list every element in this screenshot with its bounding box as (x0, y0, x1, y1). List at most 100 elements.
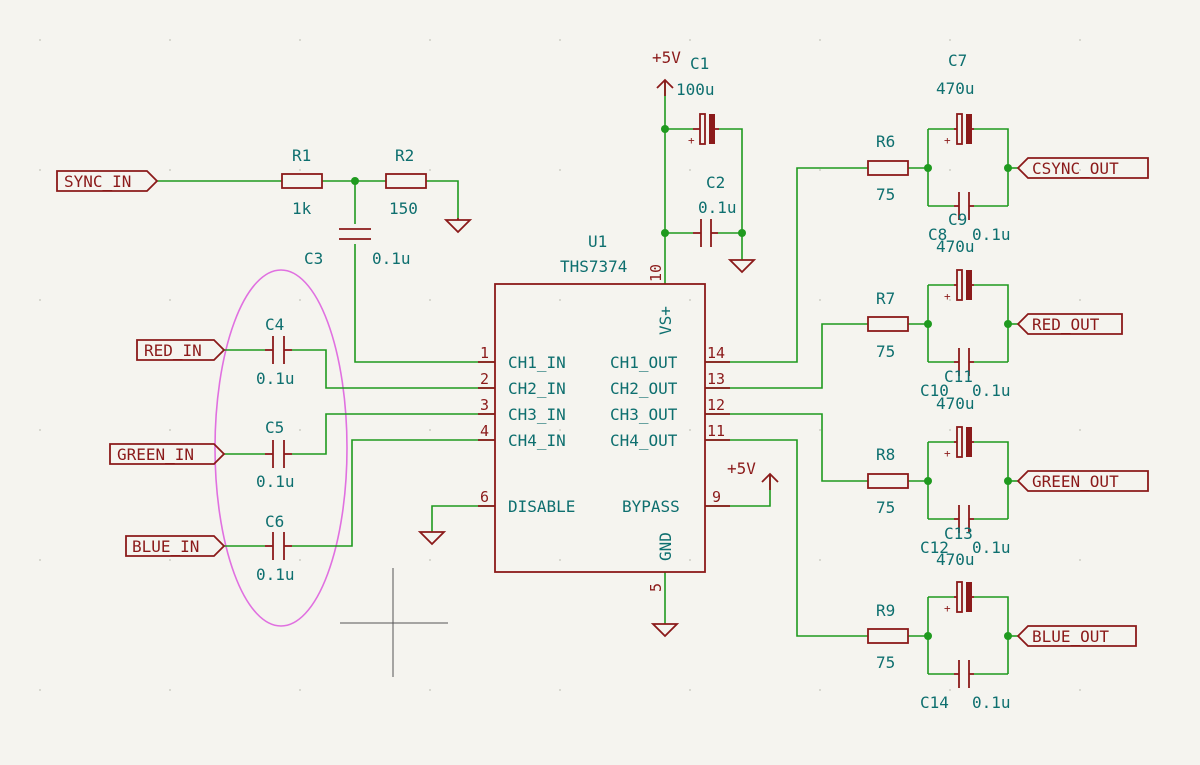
ground-symbol (650, 623, 680, 638)
capacitor-c8[interactable]: C8 0.1u (928, 192, 1011, 244)
svg-text:75: 75 (876, 498, 895, 517)
pin-name: CH2_IN (508, 379, 566, 398)
pin-name: CH1_OUT (610, 353, 678, 372)
svg-text:C7: C7 (948, 51, 967, 70)
pin-number: 10 (647, 264, 665, 282)
capacitor-c6[interactable]: C6 0.1u (256, 512, 295, 584)
svg-text:470u: 470u (936, 237, 975, 256)
capacitor-c1[interactable]: + C1 100u (676, 54, 719, 147)
svg-text:RED_IN: RED_IN (144, 341, 202, 360)
svg-text:0.1u: 0.1u (972, 225, 1011, 244)
svg-text:+: + (944, 290, 951, 303)
pin-number: 5 (647, 583, 665, 592)
pin-number: 9 (712, 488, 721, 506)
svg-text:C8: C8 (928, 225, 947, 244)
capacitor-c13[interactable]: + C13 470u (936, 524, 975, 615)
ground-symbol (727, 259, 757, 274)
input-label-blue[interactable]: BLUE_IN (125, 535, 226, 557)
svg-text:C2: C2 (706, 173, 725, 192)
background-grid (39, 39, 1081, 691)
svg-text:R8: R8 (876, 445, 895, 464)
svg-text:C4: C4 (265, 315, 284, 334)
svg-text:1k: 1k (292, 199, 312, 218)
svg-text:0.1u: 0.1u (972, 693, 1011, 712)
pin-number: 6 (480, 488, 489, 506)
svg-text:150: 150 (389, 199, 418, 218)
pin-name: DISABLE (508, 497, 575, 516)
svg-text:SYNC_IN: SYNC_IN (64, 172, 131, 191)
svg-text:0.1u: 0.1u (256, 472, 295, 491)
capacitor-c9[interactable]: + C9 470u (936, 210, 975, 303)
resistor-r6[interactable]: R6 75 (867, 132, 909, 204)
svg-text:470u: 470u (936, 79, 975, 98)
capacitor-c4[interactable]: C4 0.1u (256, 315, 295, 388)
capacitor-c2[interactable]: C2 0.1u (693, 173, 737, 247)
svg-text:75: 75 (876, 342, 895, 361)
svg-text:C5: C5 (265, 418, 284, 437)
input-label-red[interactable]: RED_IN (136, 339, 226, 361)
svg-text:CSYNC_OUT: CSYNC_OUT (1032, 159, 1119, 178)
pin-number: 13 (707, 370, 725, 388)
svg-text:75: 75 (876, 653, 895, 672)
capacitor-c5[interactable]: C5 0.1u (256, 418, 295, 491)
resistor-r7[interactable]: R7 75 (867, 289, 909, 361)
svg-text:R2: R2 (395, 146, 414, 165)
svg-text:0.1u: 0.1u (972, 381, 1011, 400)
pin-name: CH1_IN (508, 353, 566, 372)
svg-text:R1: R1 (292, 146, 311, 165)
output-label-blue[interactable]: BLUE_OUT (1016, 625, 1137, 647)
output-label-green[interactable]: GREEN_OUT (1016, 470, 1149, 492)
selection-highlight-ellipse[interactable] (214, 269, 348, 627)
svg-text:0.1u: 0.1u (372, 249, 411, 268)
pin-name: CH3_IN (508, 405, 566, 424)
ic-u1-ths7374[interactable]: U1 THS7374 1 2 3 4 6 CH1_IN CH2_IN CH3_I… (478, 232, 730, 592)
resistor-r8[interactable]: R8 75 (867, 445, 909, 517)
pin-name: VS+ (656, 306, 675, 335)
capacitor-c11[interactable]: + C11 470u (936, 367, 975, 460)
capacitor-c14[interactable]: C14 0.1u (920, 660, 1011, 712)
svg-text:C14: C14 (920, 693, 949, 712)
svg-text:470u: 470u (936, 394, 975, 413)
svg-text:RED_OUT: RED_OUT (1032, 315, 1100, 334)
junction-dots (351, 125, 1012, 640)
svg-text:+: + (944, 602, 951, 615)
svg-text:BLUE_IN: BLUE_IN (132, 537, 199, 556)
pin-number: 2 (480, 370, 489, 388)
cursor-crosshair (340, 568, 448, 677)
capacitor-c12[interactable]: C12 0.1u (920, 505, 1011, 557)
svg-text:C13: C13 (944, 524, 973, 543)
svg-text:0.1u: 0.1u (256, 565, 295, 584)
resistor-r1[interactable]: R1 1k (281, 146, 323, 218)
capacitor-c10[interactable]: C10 0.1u (920, 348, 1011, 400)
svg-text:C6: C6 (265, 512, 284, 531)
resistor-r2[interactable]: R2 150 (385, 146, 427, 218)
svg-text:R7: R7 (876, 289, 895, 308)
svg-text:+: + (688, 134, 695, 147)
output-label-csync[interactable]: CSYNC_OUT (1016, 157, 1149, 179)
svg-text:75: 75 (876, 185, 895, 204)
resistor-r9[interactable]: R9 75 (867, 601, 909, 672)
svg-text:100u: 100u (676, 80, 715, 99)
svg-text:+5V: +5V (652, 48, 681, 67)
output-label-red[interactable]: RED_OUT (1016, 313, 1123, 335)
capacitor-c3[interactable]: C3 0.1u (304, 228, 411, 268)
svg-text:C9: C9 (948, 210, 967, 229)
ground-symbol (417, 531, 447, 546)
pin-name: GND (656, 532, 675, 561)
svg-text:C10: C10 (920, 381, 949, 400)
capacitor-c7[interactable]: + C7 470u (936, 51, 975, 147)
power-symbol-5v-bypass: +5V (727, 459, 779, 490)
pin-number: 1 (480, 344, 489, 362)
input-label-green[interactable]: GREEN_IN (109, 443, 226, 465)
pin-number: 3 (480, 396, 489, 414)
svg-text:0.1u: 0.1u (698, 198, 737, 217)
input-label-sync[interactable]: SYNC_IN (56, 170, 159, 192)
svg-text:+: + (944, 447, 951, 460)
svg-text:BLUE_OUT: BLUE_OUT (1032, 627, 1109, 646)
svg-text:GREEN_IN: GREEN_IN (117, 445, 194, 464)
svg-text:470u: 470u (936, 550, 975, 569)
svg-text:0.1u: 0.1u (972, 538, 1011, 557)
svg-text:C1: C1 (690, 54, 709, 73)
